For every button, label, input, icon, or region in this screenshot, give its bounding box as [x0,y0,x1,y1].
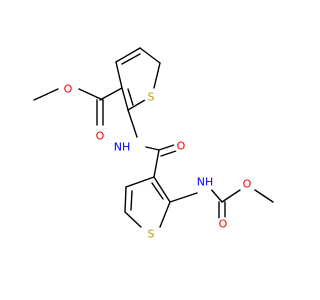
bond-o-ester-carbonyl [78,88,104,101]
atom-n-carbamate: NH [195,172,215,192]
bond-ring2-c5-s [124,211,142,228]
atom-o-ester-single: O [61,82,75,96]
bond-ring1-s-c2 [127,99,146,111]
bond-ring2-s-c2 [159,201,171,228]
atom-s-top: S [144,90,158,104]
atom-n-carbamate-label: NH [197,176,214,189]
atom-o-carbamate-double: O [216,217,230,231]
bonds [33,47,274,228]
atom-o-carbamate-single-label: O [243,178,252,191]
molecule-structure-diagram: O O S NH O NH O O [33,47,274,241]
bond-ring2-c2-nh [169,192,198,203]
bond-ring1-c2-c3-inner [127,88,134,106]
bond-ring2-c2-c3 [153,176,171,203]
bond-amide-carbon-o-a [158,144,175,151]
bond-ring2-c4-c5 [124,186,127,213]
atom-o-ester-double: O [93,129,107,143]
atom-s-top-label: S [148,91,155,104]
bond-nh-carbamate-carbon [209,187,223,203]
bond-ring1-c2-c3 [121,87,129,111]
bond-ring1-c2-nh [127,109,138,138]
atom-o-carbamate-double-label: O [219,218,228,231]
bond-ring1-c5-c6 [139,47,161,64]
bond-amide-carbon-ring2 [153,149,160,178]
bond-ring1-c6-s [153,62,161,89]
atom-o-ester-single-label: O [64,83,73,96]
atom-o-amide-label: O [177,140,186,153]
bond-ring2-c4-c5-inner [130,190,133,211]
bond-nh-amide-carbon [145,146,160,151]
atom-n-amide-label: NH [114,141,131,154]
bond-carbonyl-ring-c3 [99,87,123,101]
bond-ring2-c2-c3-inner [151,182,164,200]
bond-methyl-o-ester [33,88,59,101]
bond-carbamate-carbon-o [221,189,241,203]
bond-ring1-c4-c5 [115,47,141,63]
bond-ring1-c4-c5-inner [121,53,141,65]
atom-o-amide: O [174,139,188,153]
atom-labels: O O S NH O NH O O [61,82,254,241]
atom-s-bottom-label: S [148,228,155,241]
atom-s-bottom: S [144,227,158,241]
bond-o-carbamate-methyl [254,189,274,203]
bond-ring1-c3-c4 [115,61,123,89]
atom-n-amide: NH [112,137,132,157]
atom-o-ester-double-label: O [96,130,105,143]
bond-ring2-c3-c4 [125,176,155,188]
atom-o-carbamate-single: O [240,177,254,191]
bond-amide-carbon-o-b [160,150,177,157]
